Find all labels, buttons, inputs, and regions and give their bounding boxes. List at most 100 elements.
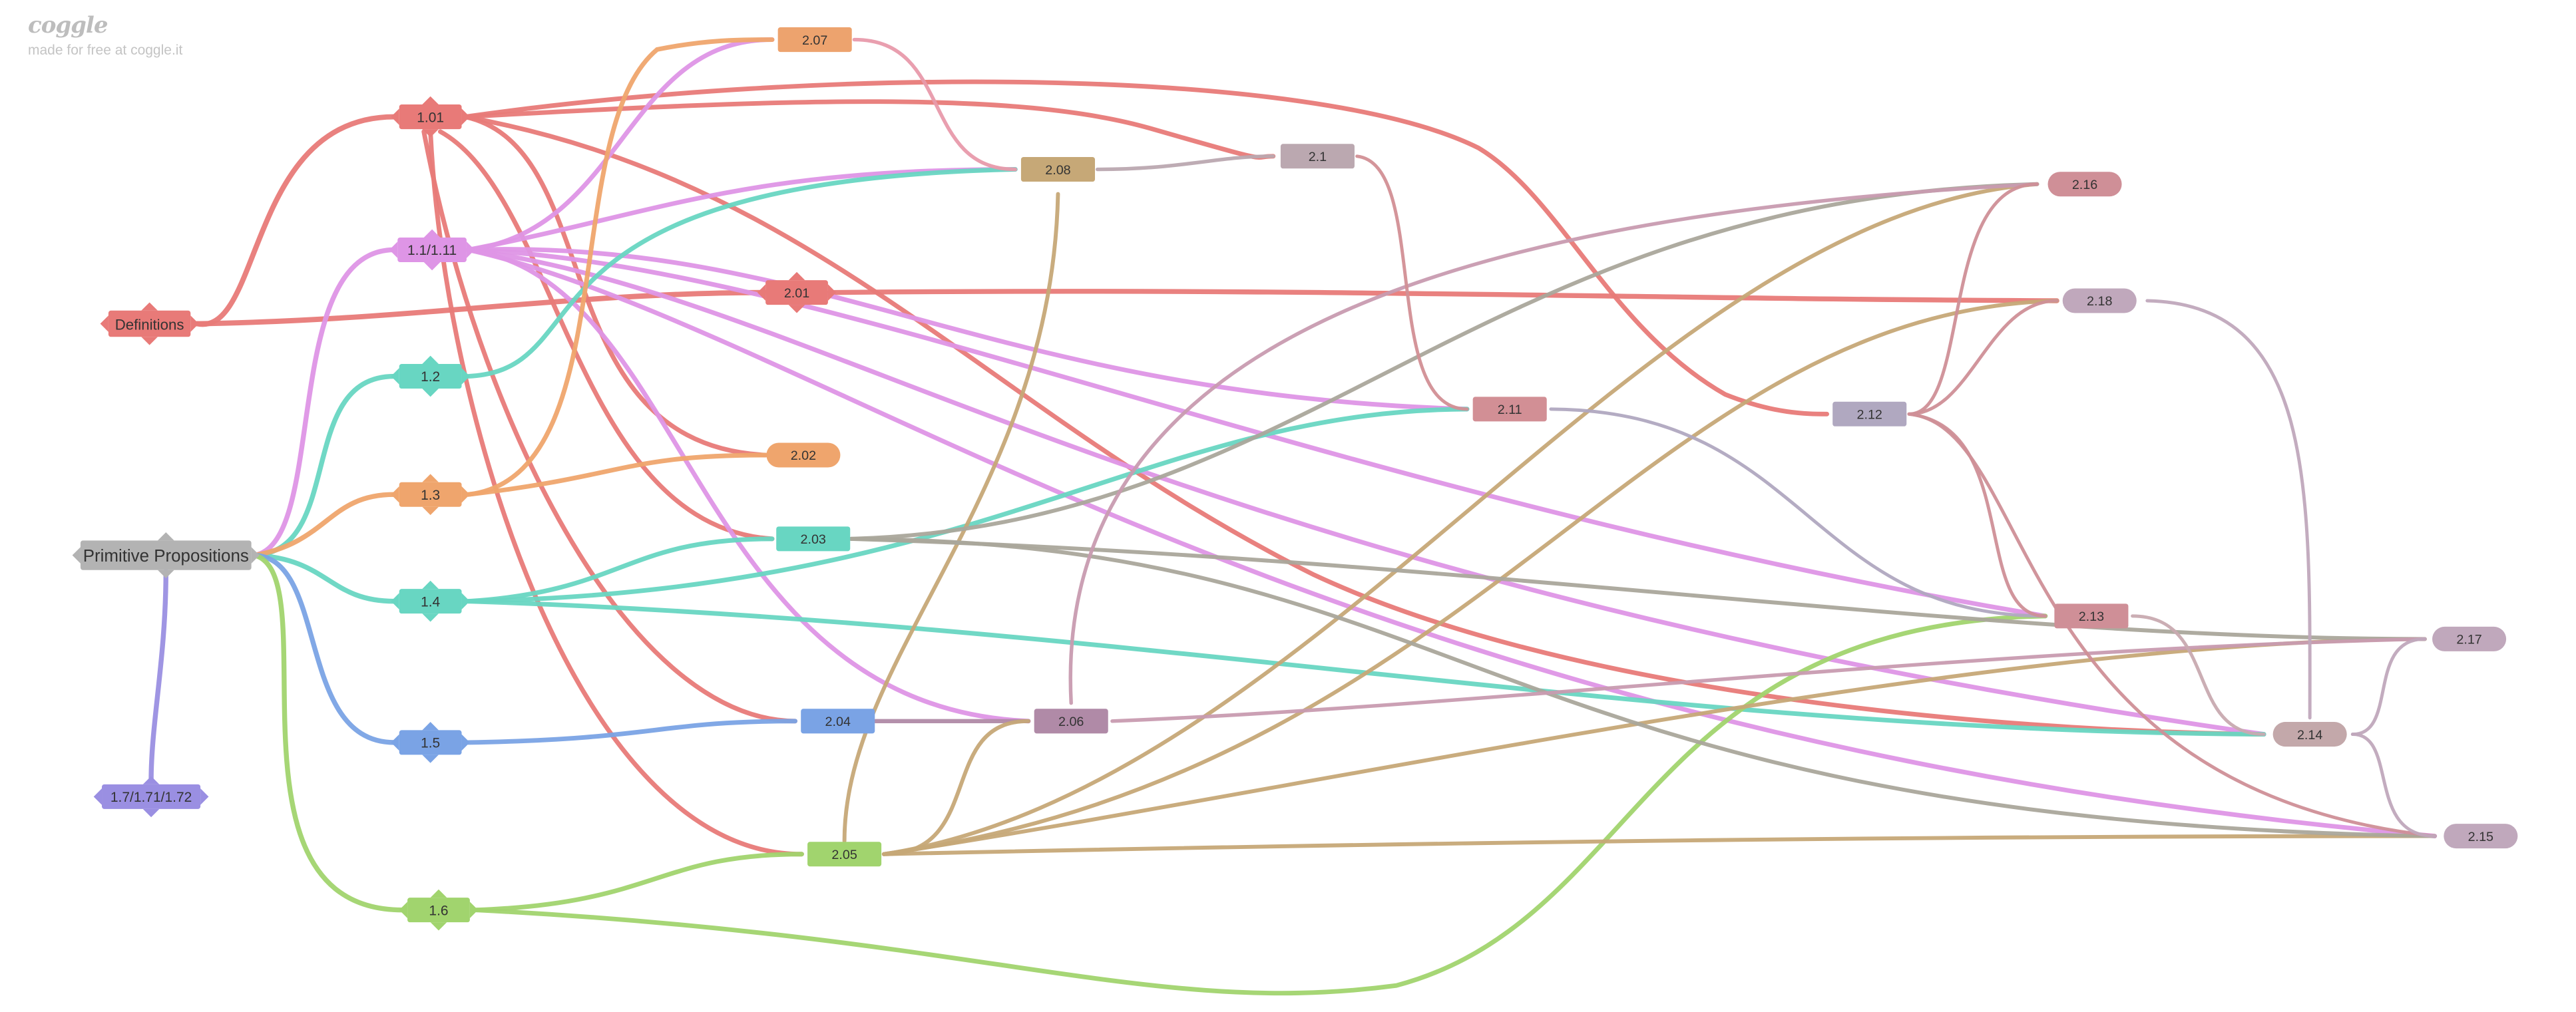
node-box — [2047, 172, 2122, 197]
node-label: Definitions — [115, 316, 184, 333]
node-1-1-1-11[interactable]: 1.1/1.11 — [389, 229, 475, 271]
edge-2.1-to-2.11 — [1355, 154, 1469, 411]
edge-primitive-to-1.7 — [148, 569, 168, 783]
node-2-07[interactable]: 2.07 — [777, 27, 852, 53]
node-definitions[interactable]: Definitions — [100, 302, 199, 345]
node-box — [399, 364, 462, 389]
node-1-2[interactable]: 1.2 — [391, 355, 470, 397]
node-label: 2.08 — [1045, 163, 1070, 178]
edge-1.4-to-2.14 — [465, 599, 2266, 737]
node-label: 2.1 — [1309, 150, 1327, 164]
node-2-18[interactable]: 2.18 — [2062, 288, 2137, 313]
node-box — [1472, 397, 1547, 422]
edge-primitive-to-1.1 — [252, 247, 397, 558]
node-box — [776, 526, 851, 552]
node-2-13[interactable]: 2.13 — [2054, 603, 2129, 629]
edge-primitive-to-1.6 — [252, 552, 405, 913]
node-2-11[interactable]: 2.11 — [1472, 397, 1547, 422]
node-box — [2444, 824, 2518, 849]
node-2-15[interactable]: 2.15 — [2444, 824, 2518, 849]
edge-1.3-to-2.07 — [465, 37, 775, 497]
node-box — [399, 482, 462, 507]
edge-2.07-to-2.08 — [852, 37, 1018, 172]
node-label: 2.15 — [2468, 830, 2493, 844]
node-2-16[interactable]: 2.16 — [2047, 172, 2122, 197]
node-box — [807, 842, 882, 867]
edge-1.6-to-2.05 — [474, 852, 804, 913]
node-label: 2.14 — [2297, 728, 2322, 743]
node-1-01[interactable]: 1.01 — [391, 96, 470, 138]
node-1-5[interactable]: 1.5 — [391, 722, 470, 763]
node-1-6[interactable]: 1.6 — [399, 889, 479, 931]
node-label: 1.7/1.71/1.72 — [110, 790, 192, 805]
edge-2.03-to-2.15 — [849, 536, 2437, 838]
node-label: 1.01 — [417, 110, 444, 125]
edge-2.14-to-2.17 — [2350, 637, 2427, 737]
edge-2.05-to-2.15 — [881, 834, 2437, 856]
coggle-branding: coggle made for free at coggle.it — [28, 12, 182, 59]
node-primitive-propositions[interactable]: Primitive Propositions — [72, 532, 260, 579]
node-box — [407, 898, 470, 923]
node-2-01[interactable]: 2.01 — [757, 271, 837, 313]
node-2-05[interactable]: 2.05 — [807, 842, 882, 867]
node-box — [108, 310, 191, 337]
edge-2.08-to-2.1 — [1095, 154, 1275, 172]
edge-1.1-to-2.08 — [465, 167, 1018, 252]
edge-2.03-to-2.16 — [849, 182, 2039, 541]
edge-2.03-to-2.17 — [849, 536, 2427, 641]
node-label: Primitive Propositions — [83, 547, 249, 566]
node-box — [801, 709, 875, 734]
edge-1.3-to-2.02 — [465, 452, 768, 497]
node-1-3[interactable]: 1.3 — [391, 474, 470, 516]
edge-1.5-to-2.04 — [465, 719, 798, 745]
node-2-14[interactable]: 2.14 — [2272, 722, 2347, 747]
node-label: 1.6 — [429, 903, 448, 918]
node-label: 2.05 — [831, 848, 857, 862]
node-label: 2.07 — [802, 33, 827, 48]
edge-1.1-to-2.11 — [465, 247, 1470, 412]
edge-1.1-to-2.14 — [465, 248, 2266, 737]
edge-2.05-to-2.16 — [881, 182, 2039, 856]
node-label: 2.13 — [2079, 609, 2104, 624]
node-box — [1020, 157, 1095, 182]
node-label: 2.04 — [825, 715, 851, 729]
node-1-7-1-71-1-72[interactable]: 1.7/1.71/1.72 — [93, 776, 209, 818]
node-box — [766, 442, 841, 468]
node-label: 2.11 — [1498, 403, 1522, 417]
made-with-coggle-link[interactable]: made for free at coggle.it — [28, 43, 183, 58]
node-label: 2.12 — [1857, 408, 1882, 422]
edge-primitive-to-1.3 — [252, 492, 397, 558]
node-box — [397, 237, 467, 262]
node-2-03[interactable]: 2.03 — [776, 526, 851, 552]
edge-1.4-to-2.11 — [465, 407, 1470, 604]
node-label: 1.1/1.11 — [407, 243, 457, 258]
node-box — [80, 540, 252, 570]
node-label: 2.03 — [801, 532, 826, 547]
node-box — [777, 27, 852, 53]
edge-2.18-to-2.14 — [2145, 299, 2312, 720]
node-box — [765, 280, 828, 305]
edge-2.12-to-2.18 — [1907, 299, 2059, 416]
edge-definitions-to-2.01 — [194, 289, 769, 327]
node-2-04[interactable]: 2.04 — [801, 709, 875, 734]
node-box — [399, 730, 462, 755]
edge-1.01-to-2.14 — [463, 114, 2266, 737]
edge-2.12-to-2.16 — [1907, 182, 2039, 416]
node-2-08[interactable]: 2.08 — [1020, 157, 1095, 182]
edge-2.01-to-2.18 — [827, 289, 2059, 303]
node-label: 2.17 — [2456, 633, 2481, 647]
node-2-02[interactable]: 2.02 — [766, 442, 841, 468]
edge-2.11-to-2.13 — [1549, 407, 2047, 618]
edge-1.1-to-2.15 — [465, 248, 2438, 839]
node-2-12[interactable]: 2.12 — [1832, 401, 1907, 426]
node-box — [399, 104, 462, 130]
node-1-4[interactable]: 1.4 — [391, 580, 470, 622]
node-label: 1.5 — [421, 736, 440, 751]
node-label: 2.02 — [791, 448, 816, 463]
node-2-17[interactable]: 2.17 — [2432, 626, 2507, 651]
edge-1.1-to-2.06 — [465, 248, 1031, 724]
node-2-1[interactable]: 2.1 — [1280, 144, 1355, 169]
node-2-06[interactable]: 2.06 — [1034, 709, 1108, 734]
edge-1.01-to-2.12 — [463, 79, 1829, 417]
